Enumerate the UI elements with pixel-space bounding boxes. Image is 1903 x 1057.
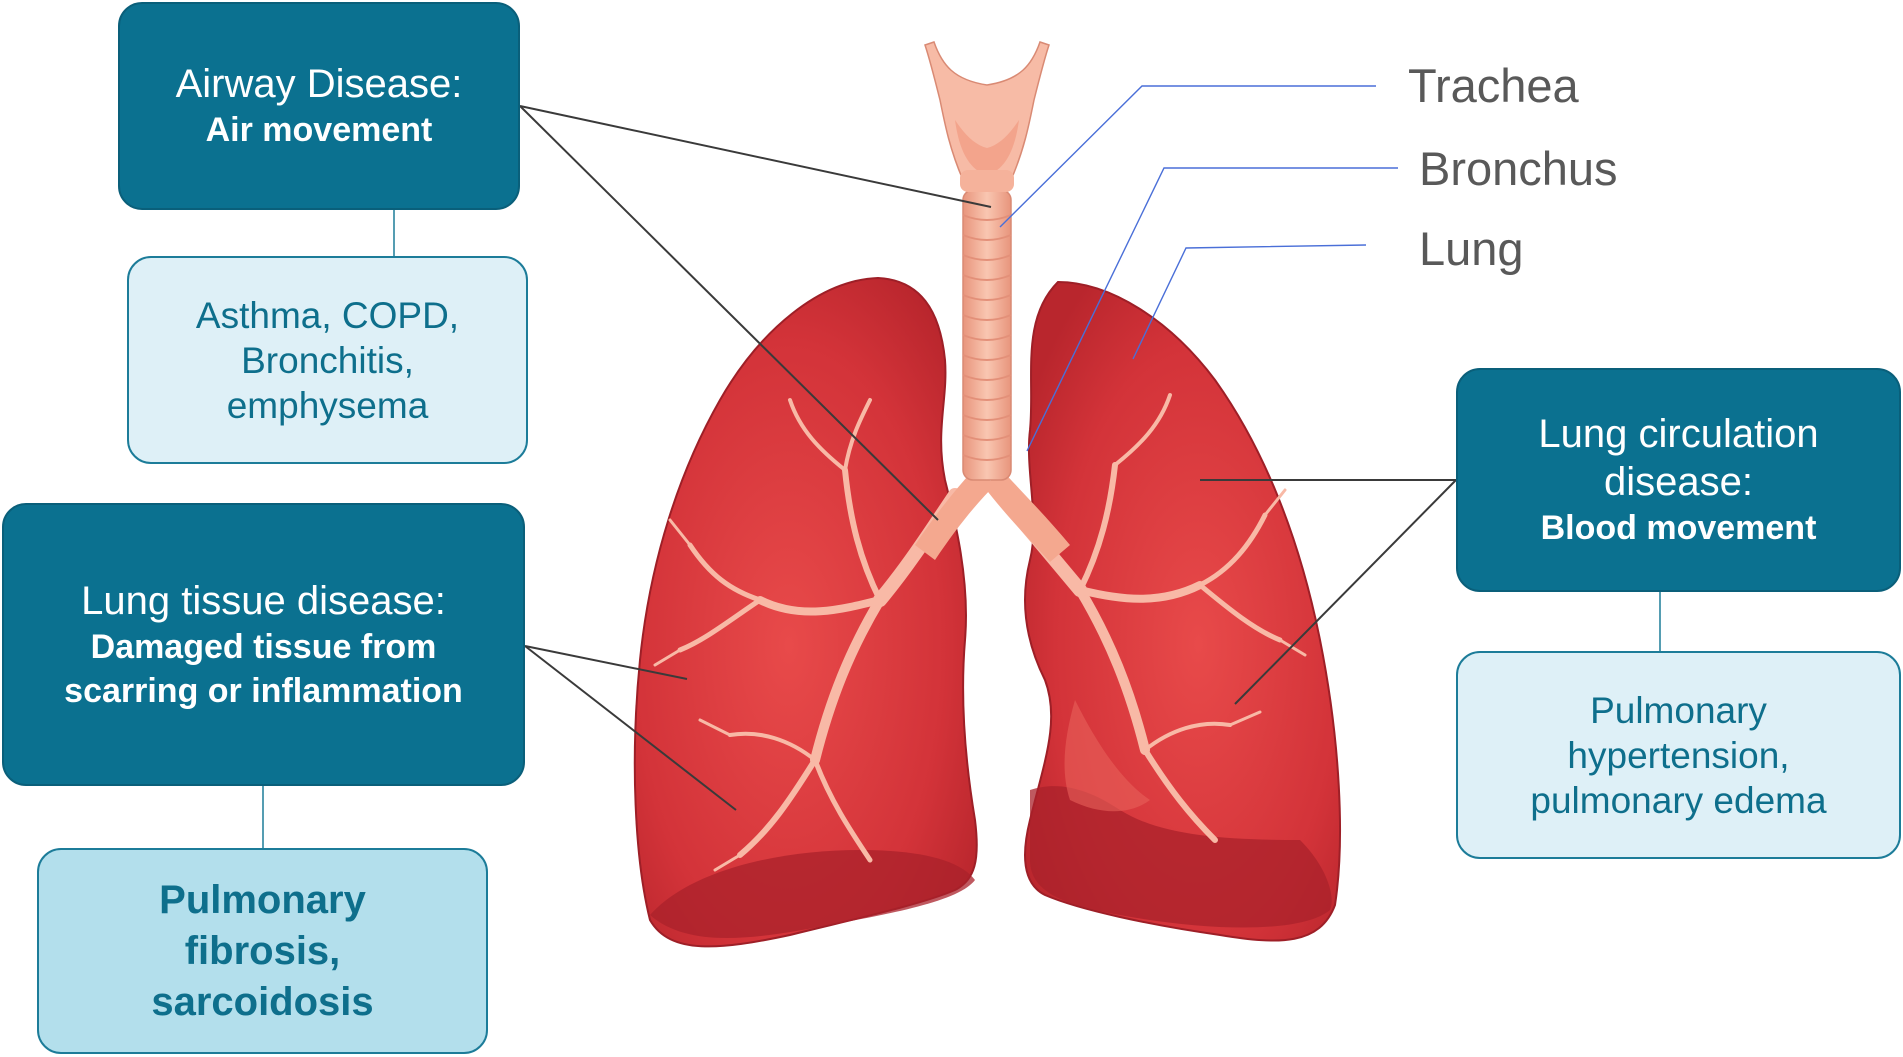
airway-disease-box: Airway Disease: Air movement [118, 2, 520, 210]
lung-circulation-example-line: hypertension, [1567, 733, 1789, 778]
airway-disease-subtitle: Air movement [206, 108, 433, 152]
lung-circulation-disease-title-line: disease: [1604, 458, 1753, 506]
trachea-label: Trachea [1408, 58, 1579, 113]
lung-circulation-example-line: Pulmonary [1590, 688, 1767, 733]
airway-example-line: Asthma, COPD, [196, 293, 459, 338]
airway-example-line: emphysema [227, 383, 429, 428]
airway-disease-title: Airway Disease: [176, 60, 463, 108]
lung-tissue-disease-subtitle-line: scarring or inflammation [64, 669, 463, 713]
lung-tissue-example-line: fibrosis, [185, 926, 341, 977]
lung-circulation-disease-subtitle: Blood movement [1541, 506, 1817, 550]
airway-to-trachea-line [520, 106, 991, 207]
trachea-leader [1000, 86, 1376, 227]
airway-examples-box: Asthma, COPD, Bronchitis, emphysema [127, 256, 528, 464]
lung-circulation-disease-box: Lung circulation disease: Blood movement [1456, 368, 1901, 592]
lung-tissue-disease-box: Lung tissue disease: Damaged tissue from… [2, 503, 525, 786]
lung-tissue-disease-title: Lung tissue disease: [81, 577, 446, 625]
lung-circulation-examples-box: Pulmonary hypertension, pulmonary edema [1456, 651, 1901, 859]
lung-circulation-example-line: pulmonary edema [1530, 778, 1826, 823]
lung-tissue-disease-subtitle-line: Damaged tissue from [91, 625, 437, 669]
lung-tissue-example-line: sarcoidosis [151, 977, 373, 1028]
lung-tissue-example-line: Pulmonary [159, 875, 366, 926]
bronchus-label: Bronchus [1419, 141, 1618, 196]
airway-example-line: Bronchitis, [241, 338, 414, 383]
lung-tissue-examples-box: Pulmonary fibrosis, sarcoidosis [37, 848, 488, 1054]
lung-label: Lung [1419, 221, 1524, 276]
lung-circulation-disease-title-line: Lung circulation [1538, 410, 1818, 458]
right-lung [1025, 282, 1340, 941]
